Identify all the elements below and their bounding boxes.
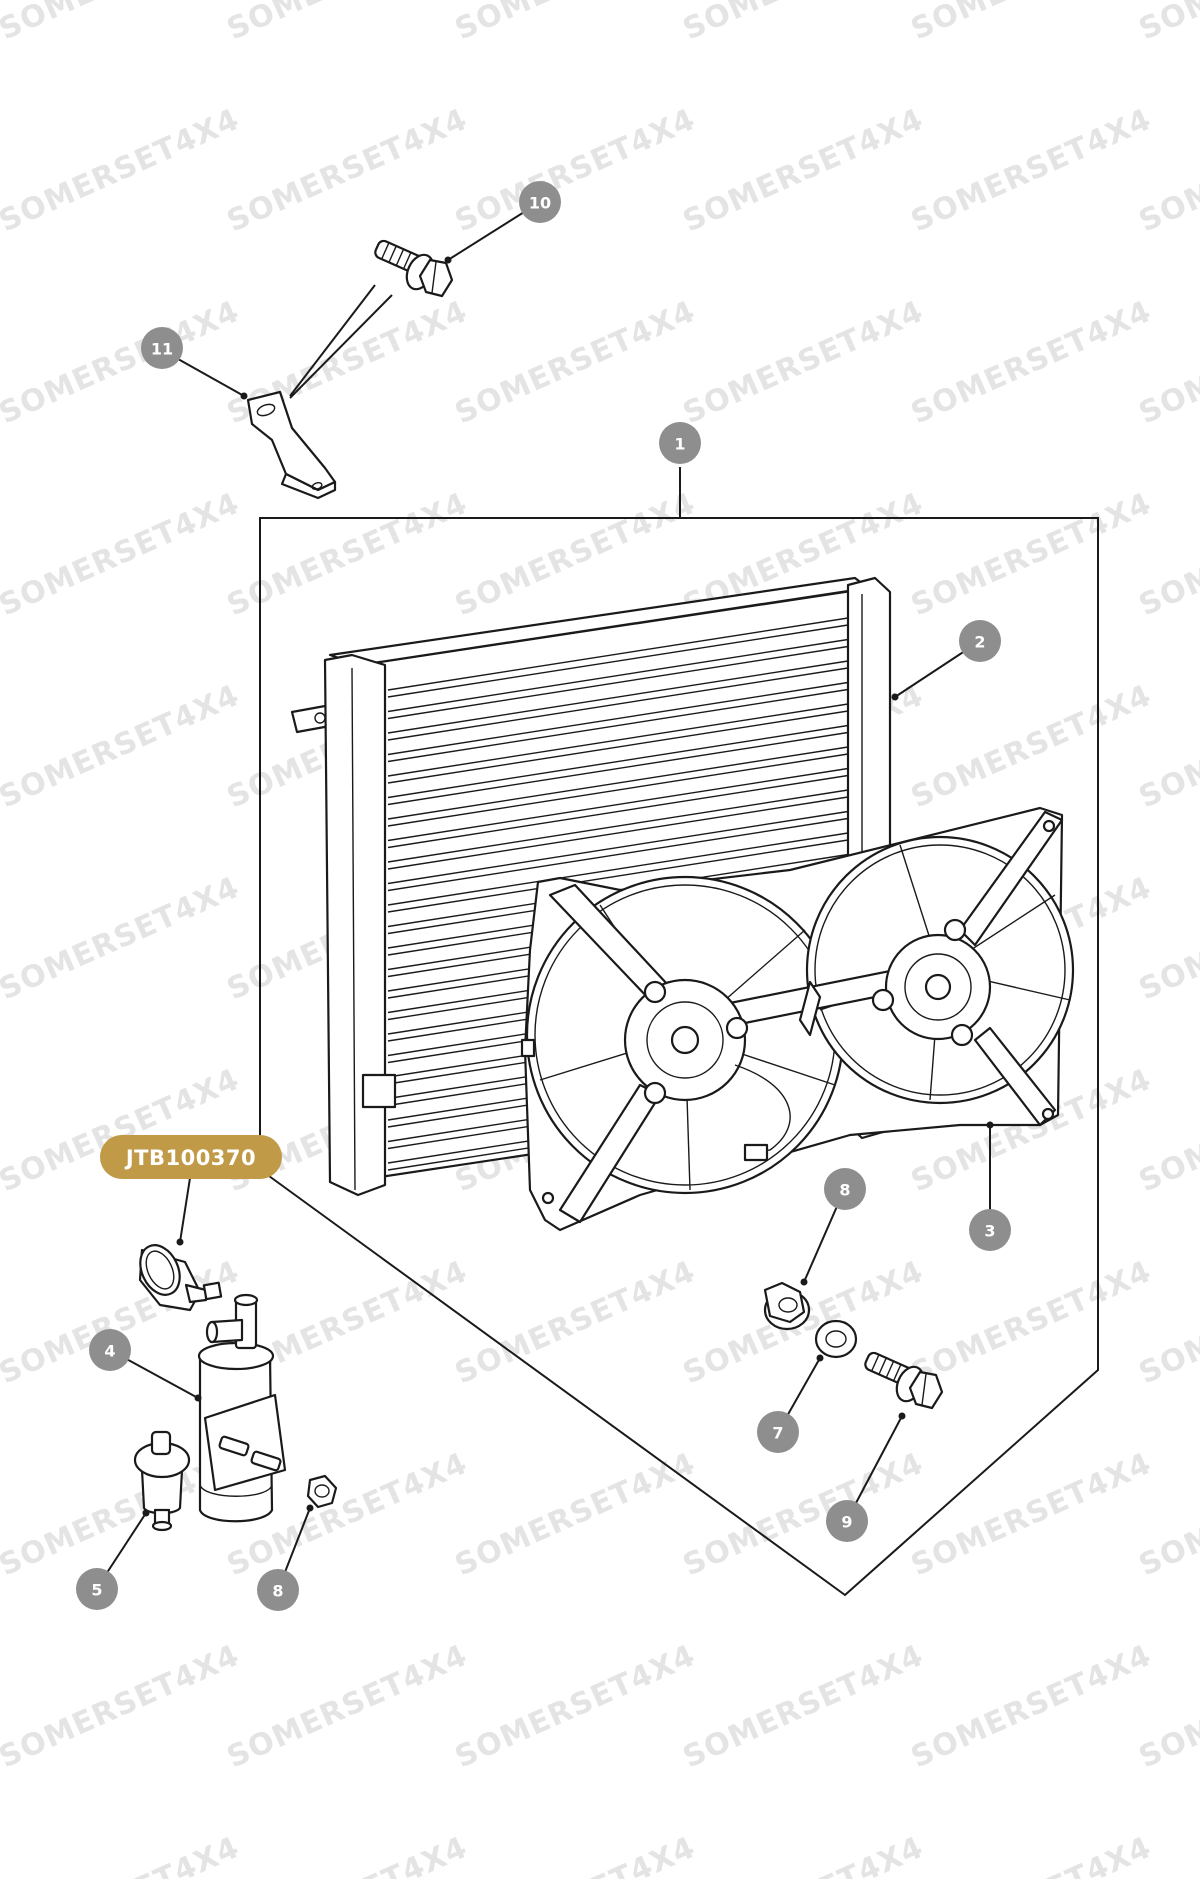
- callout-1[interactable]: 1: [659, 422, 701, 464]
- radiator-fin-edge: [387, 796, 849, 870]
- radiator-fin-edge: [387, 710, 849, 784]
- radiator-fin: [387, 660, 849, 734]
- callout-8-lower[interactable]: 8: [257, 1569, 299, 1611]
- radiator-fin: [387, 703, 849, 777]
- radiator-fin-edge: [387, 624, 849, 698]
- callout-8-upper-label: 8: [839, 1181, 850, 1200]
- watermark-text: SOMERSET4X4: [906, 294, 1157, 431]
- radiator-fin: [387, 832, 849, 906]
- watermark-text: SOMERSET4X4: [906, 0, 1157, 47]
- radiator-fin-edge: [387, 753, 849, 827]
- radiator-fin-edge: [387, 645, 849, 720]
- washer[interactable]: [814, 1319, 858, 1359]
- watermark-text: SOMERSET4X4: [906, 1638, 1157, 1775]
- radiator-fin-edge: [387, 839, 849, 913]
- radiator-fin-edge: [387, 731, 849, 806]
- watermark-text: SOMERSET4X4: [906, 486, 1157, 623]
- watermark-text: SOMERSET4X4: [0, 1830, 245, 1879]
- callout-3-label: 3: [984, 1222, 995, 1241]
- valve-cap[interactable]: [133, 1430, 191, 1532]
- radiator-fin: [387, 638, 849, 713]
- radiator-fin-edge: [387, 667, 849, 741]
- watermark-text: SOMERSET4X4: [450, 1638, 701, 1775]
- callout-7-label: 7: [772, 1424, 783, 1443]
- part-number-label: JTB100370: [124, 1146, 256, 1170]
- radiator-fin: [387, 724, 849, 799]
- radiator-fin: [387, 681, 849, 756]
- bolt[interactable]: [373, 239, 454, 298]
- callout-9[interactable]: 9: [826, 1500, 868, 1542]
- callout-11[interactable]: 11: [141, 327, 183, 369]
- callout-2[interactable]: 2: [959, 620, 1001, 662]
- watermark-text: SOMERSET4X4: [450, 1446, 701, 1583]
- callout-5-label: 5: [91, 1581, 102, 1600]
- watermark-text: SOMERSET4X4: [0, 678, 245, 815]
- watermark-text: SOMERSET4X4: [678, 294, 929, 431]
- callout-3[interactable]: 3: [969, 1209, 1011, 1251]
- watermark-text: SOMERSET4X4: [0, 1638, 245, 1775]
- watermark-text: SOMERSET4X4: [906, 1446, 1157, 1583]
- mounting-bracket[interactable]: [246, 284, 393, 500]
- radiator-fin: [387, 810, 849, 885]
- part-number-badge[interactable]: JTB100370: [100, 1135, 282, 1179]
- watermark-text: SOMERSET4X4: [0, 294, 245, 431]
- callout-4-label: 4: [104, 1342, 115, 1361]
- watermark-text: SOMERSET4X4: [450, 102, 701, 239]
- watermark-text: SOMERSET4X4: [0, 0, 245, 47]
- radiator-fin: [387, 767, 849, 842]
- watermark-text: SOMERSET4X4: [222, 1830, 473, 1879]
- watermark-text: SOMERSET4X4: [678, 1638, 929, 1775]
- watermark-text: SOMERSET4X4: [678, 1446, 929, 1583]
- flange-bolt[interactable]: [863, 1351, 944, 1410]
- radiator-fin-edge: [387, 817, 849, 892]
- callout-11-label: 11: [151, 340, 173, 359]
- watermark-text: SOMERSET4X4: [450, 294, 701, 431]
- watermark-text: SOMERSET4X4: [222, 102, 473, 239]
- watermark-text: SOMERSET4X4: [450, 1254, 701, 1391]
- watermark-text: SOMERSET4X4: [906, 102, 1157, 239]
- callout-8-upper[interactable]: 8: [824, 1168, 866, 1210]
- callout-2-label: 2: [974, 633, 985, 652]
- callout-10-label: 10: [529, 194, 551, 213]
- watermark-text: SOMERSET4X4: [678, 0, 929, 47]
- watermark-text: SOMERSET4X4: [906, 1830, 1157, 1879]
- radiator-fin: [387, 746, 849, 820]
- watermark-text: SOMERSET4X4: [0, 102, 245, 239]
- radiator-fin: [387, 617, 849, 691]
- callout-10[interactable]: 10: [519, 181, 561, 223]
- watermark-text: SOMERSET4X4: [222, 0, 473, 47]
- receiver-drier[interactable]: [197, 1293, 287, 1523]
- callout-4[interactable]: 4: [89, 1329, 131, 1371]
- twin-fan-assembly[interactable]: [520, 806, 1075, 1232]
- watermark-text: SOMERSET4X4: [1134, 0, 1200, 47]
- nut-small[interactable]: [306, 1474, 338, 1509]
- watermark-text: SOMERSET4X4: [0, 486, 245, 623]
- callout-8-lower-label: 8: [272, 1582, 283, 1601]
- radiator-fin: [387, 789, 849, 863]
- flange-nut[interactable]: [763, 1281, 811, 1331]
- watermark-text: SOMERSET4X4: [450, 0, 701, 47]
- watermark-text: SOMERSET4X4: [450, 486, 701, 623]
- watermark-text: SOMERSET4X4: [906, 1254, 1157, 1391]
- callout-5[interactable]: 5: [76, 1568, 118, 1610]
- callout-1-label: 1: [674, 435, 685, 454]
- watermark-text: SOMERSET4X4: [678, 1830, 929, 1879]
- radiator-fin-edge: [387, 688, 849, 763]
- callout-7[interactable]: 7: [757, 1411, 799, 1453]
- watermark-text: SOMERSET4X4: [222, 1638, 473, 1775]
- watermark-text: SOMERSET4X4: [450, 1830, 701, 1879]
- pressure-switch[interactable]: [133, 1239, 223, 1312]
- watermark-text: SOMERSET4X4: [906, 678, 1157, 815]
- callout-9-label: 9: [841, 1513, 852, 1532]
- watermark-text: SOMERSET4X4: [678, 102, 929, 239]
- radiator-fin-edge: [387, 774, 849, 849]
- watermark-text: SOMERSET4X4: [0, 870, 245, 1007]
